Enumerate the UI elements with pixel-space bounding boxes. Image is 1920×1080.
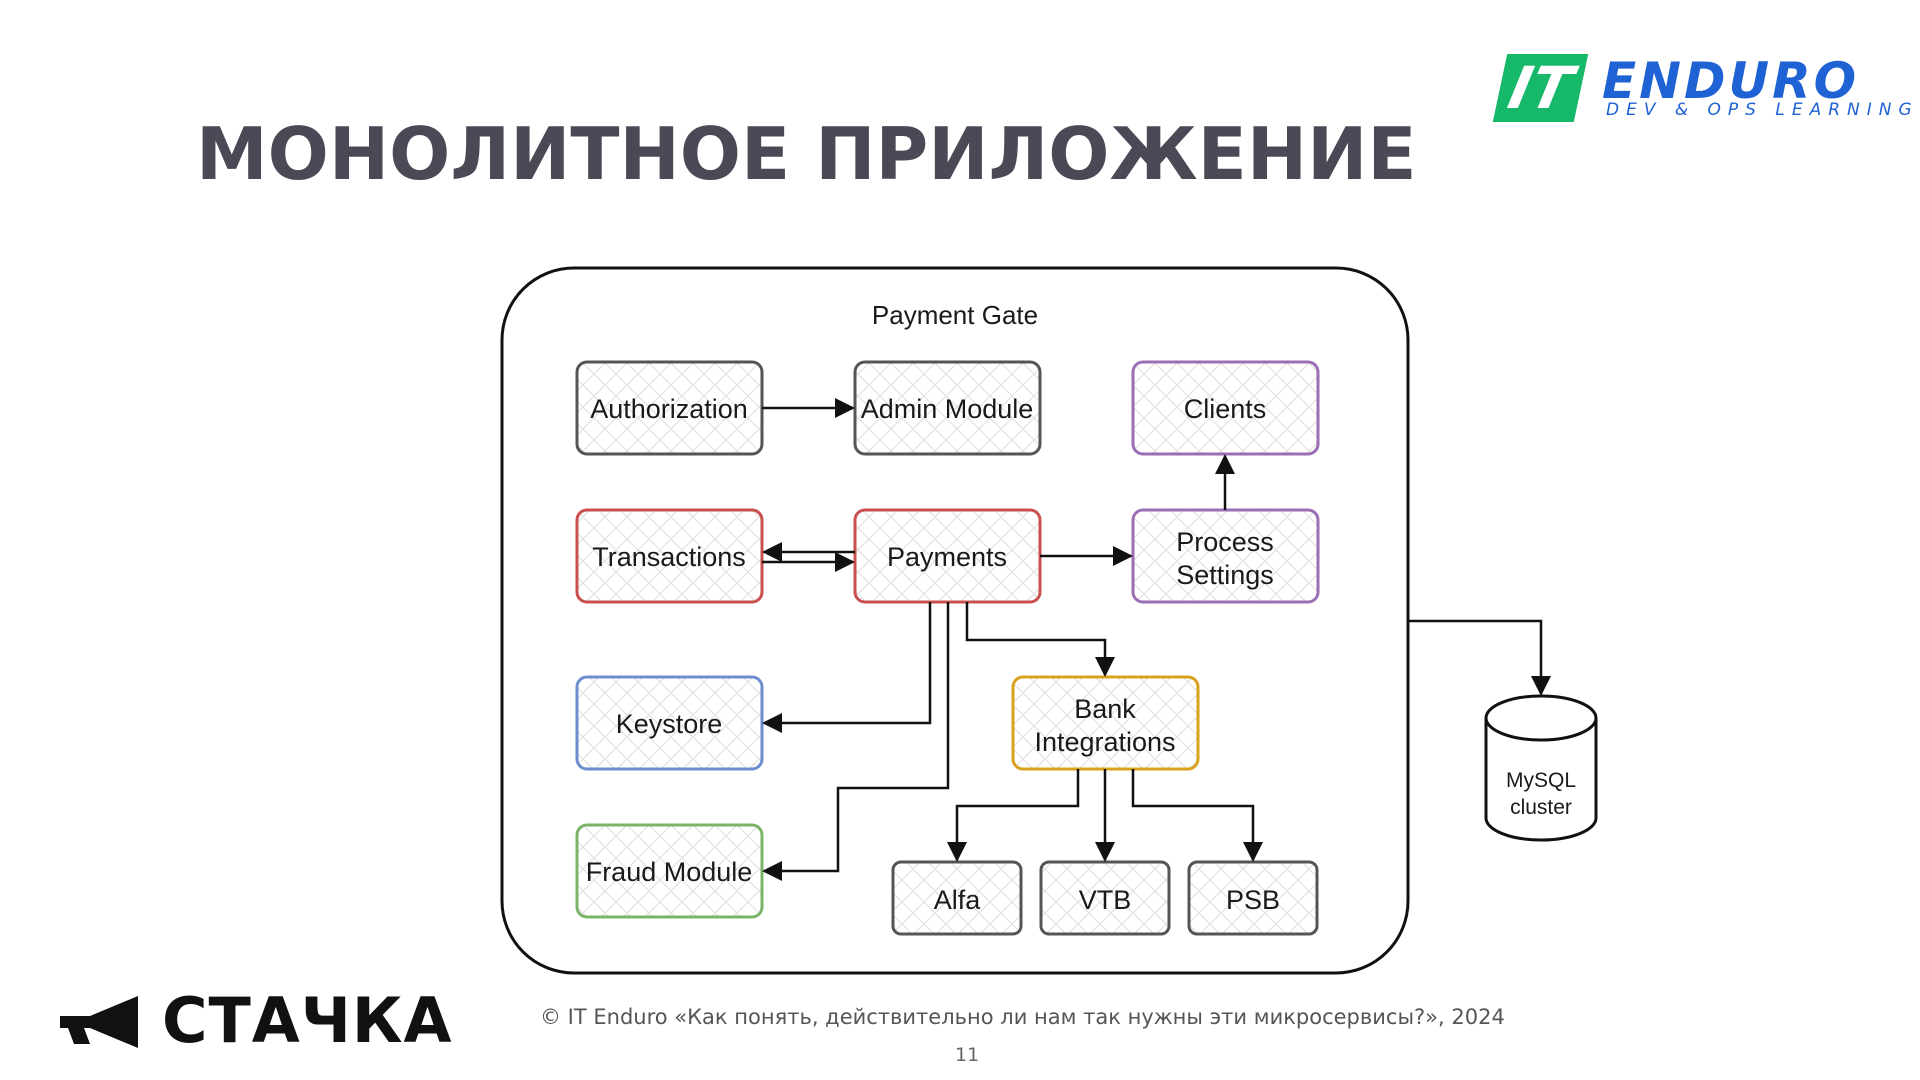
footer-copyright: © IT Enduro «Как понять, действительно л… — [540, 1005, 1505, 1029]
it-enduro-logo: IT ENDURO DEV & OPS LEARNING — [1492, 50, 1912, 134]
node-label-line-1: MySQL — [1506, 769, 1576, 792]
slide-title: МОНОЛИТНОЕ ПРИЛОЖЕНИЕ — [196, 112, 1417, 196]
node-process-settings: Process Settings — [1131, 508, 1320, 604]
node-label-line-2: Settings — [1176, 560, 1274, 590]
edge-bank-alfa — [947, 769, 1080, 862]
node-label: Payments — [887, 542, 1007, 572]
node-keystore: Keystore — [575, 675, 764, 771]
node-fraud-module: Fraud Module — [575, 823, 764, 919]
edge-payments-bank-integrations — [965, 602, 1115, 677]
logo-tagline: DEV & OPS LEARNING — [1606, 100, 1919, 120]
node-label-line-2: cluster — [1510, 796, 1572, 819]
node-label: Alfa — [934, 885, 982, 915]
node-clients: Clients — [1131, 360, 1320, 456]
node-bank-integrations: Bank Integrations — [1011, 675, 1200, 771]
node-payments: Payments — [853, 508, 1042, 604]
stachka-wordmark: СТАЧКА — [162, 984, 453, 1057]
node-psb: PSB — [1187, 860, 1319, 936]
node-label-line-2: Integrations — [1034, 727, 1175, 757]
node-alfa: Alfa — [891, 860, 1023, 936]
node-label: Fraud Module — [586, 857, 753, 887]
node-label: Transactions — [592, 542, 746, 572]
node-transactions: Transactions — [575, 508, 764, 604]
node-admin-module: Admin Module — [853, 360, 1042, 456]
node-label: Authorization — [590, 394, 748, 424]
node-label: Admin Module — [861, 394, 1034, 424]
edge-payments-fraud-module — [762, 602, 950, 881]
node-label: Clients — [1184, 394, 1267, 424]
node-label: VTB — [1079, 885, 1132, 915]
edge-gate-mysql — [1408, 619, 1551, 696]
page-number: 11 — [955, 1044, 980, 1066]
megaphone-icon — [60, 996, 138, 1048]
node-label: Keystore — [616, 709, 723, 739]
edge-bank-psb — [1131, 769, 1263, 862]
edge-payments-keystore — [762, 602, 932, 733]
stachka-logo: СТАЧКА — [60, 984, 500, 1057]
node-vtb: VTB — [1039, 860, 1171, 936]
node-label-line-1: Process — [1176, 527, 1274, 557]
node-label-line-1: Bank — [1074, 694, 1136, 724]
node-authorization: Authorization — [575, 360, 764, 456]
mysql-cluster-cylinder: MySQL cluster — [1484, 694, 1598, 842]
container-label: Payment Gate — [872, 300, 1038, 330]
logo-enduro: ENDURO — [1602, 52, 1860, 110]
node-label: PSB — [1226, 885, 1280, 915]
